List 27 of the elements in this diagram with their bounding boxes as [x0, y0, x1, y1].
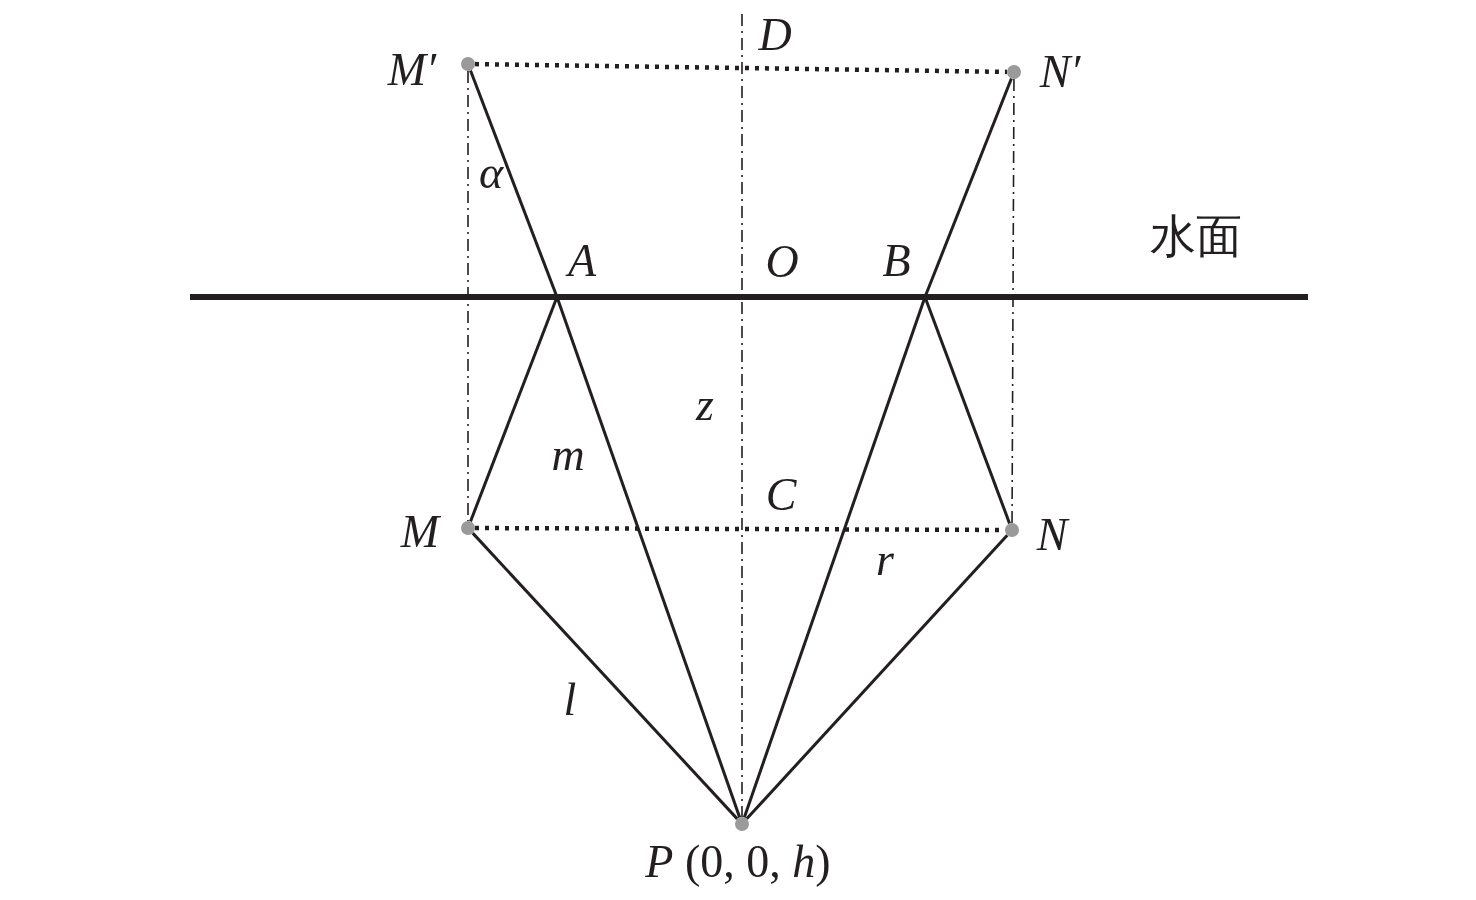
line-segment [471, 532, 739, 820]
line-segment [1011, 78, 1015, 524]
point-label: A [557, 238, 607, 297]
point-label: M [400, 509, 440, 555]
point-dot [461, 521, 475, 535]
point-label: N [1036, 512, 1068, 558]
point-dot [1005, 523, 1019, 537]
line-segment [745, 534, 1009, 820]
line-segment [474, 61, 1008, 75]
variable-label: l [563, 677, 577, 723]
variable-label: r [876, 537, 894, 583]
point-dot [1007, 65, 1021, 79]
point-label: M′ [387, 47, 437, 93]
point-dot [735, 817, 749, 831]
variable-label: m [551, 432, 585, 478]
line-segment [467, 70, 469, 522]
variable-label: C [765, 472, 797, 518]
point-label: P (0, 0, h) [645, 839, 831, 885]
variable-label: D [758, 12, 792, 58]
variable-label: α [478, 150, 504, 196]
axis-line [741, 13, 743, 818]
point-label: N′ [1039, 49, 1081, 95]
variable-label: z [696, 382, 714, 428]
point-label: B [868, 238, 925, 297]
point-dot [461, 57, 475, 71]
variable-label: O [765, 239, 799, 285]
surface-label: 水面 [1150, 214, 1242, 260]
